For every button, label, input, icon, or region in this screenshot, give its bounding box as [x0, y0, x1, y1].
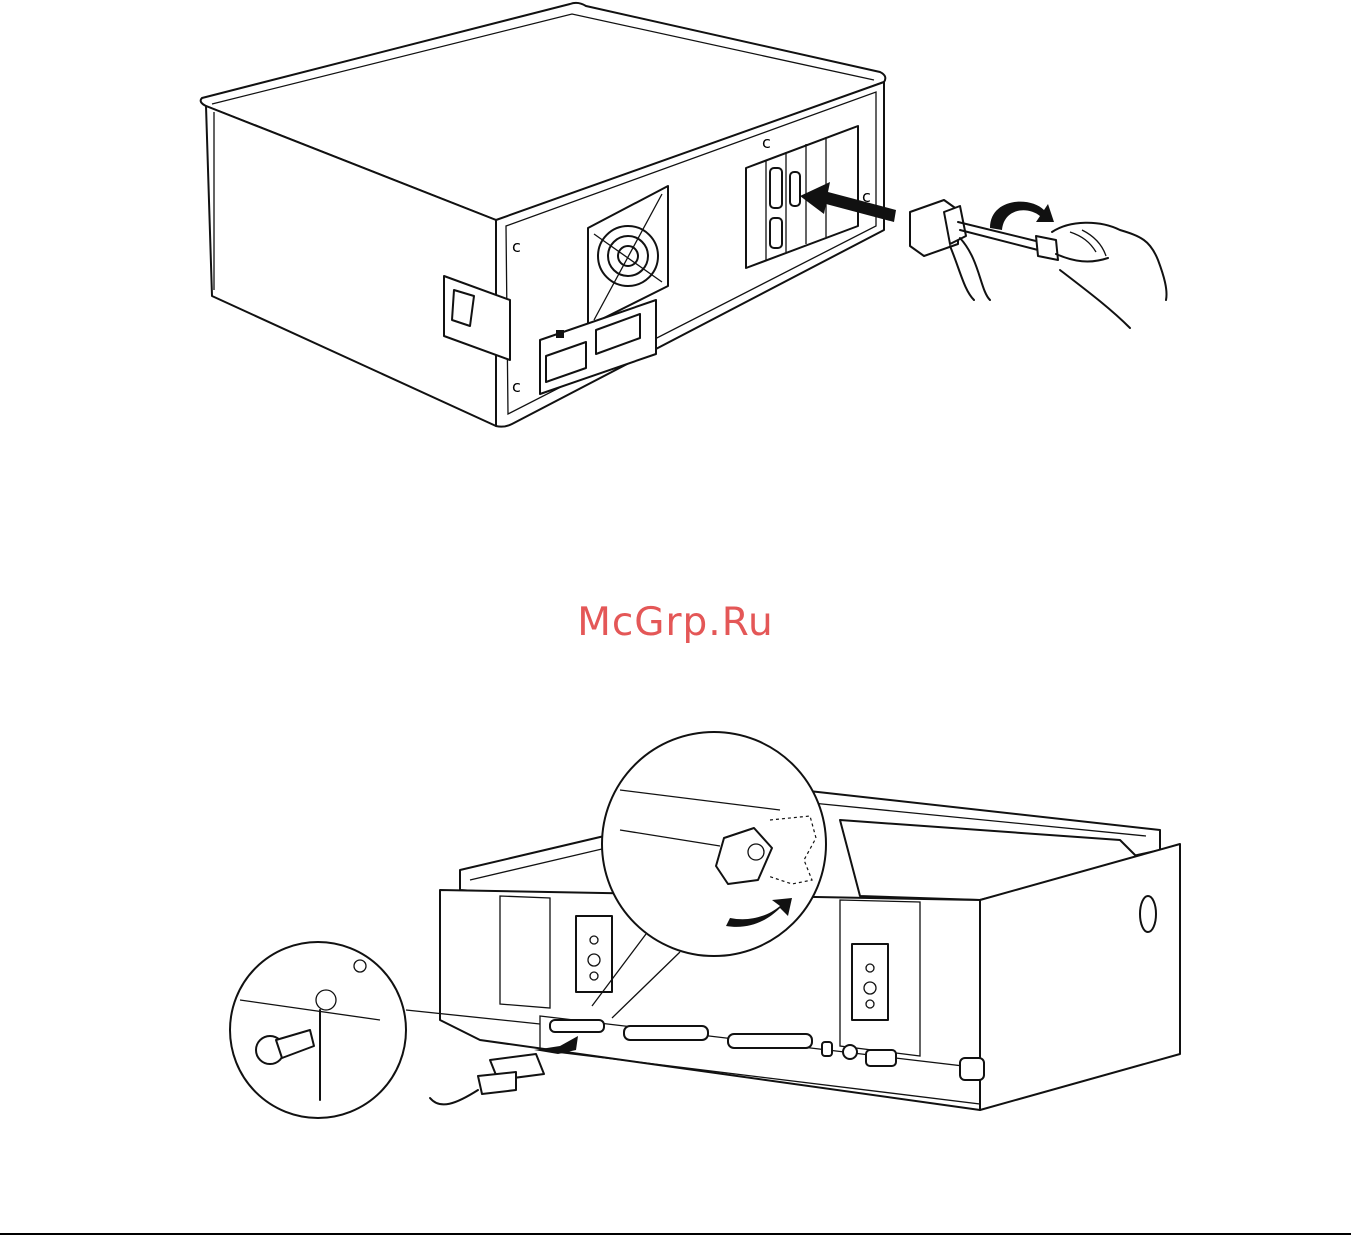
svg-text:c: c: [512, 237, 521, 256]
watermark: McGrp.Ru: [0, 600, 1351, 645]
scanner-illustration: [220, 720, 1200, 1120]
svg-text:c: c: [762, 133, 771, 152]
page-bottom-rule: [0, 1233, 1351, 1235]
computer-illustration: c c c c: [190, 0, 1190, 440]
svg-text:c: c: [512, 377, 521, 396]
